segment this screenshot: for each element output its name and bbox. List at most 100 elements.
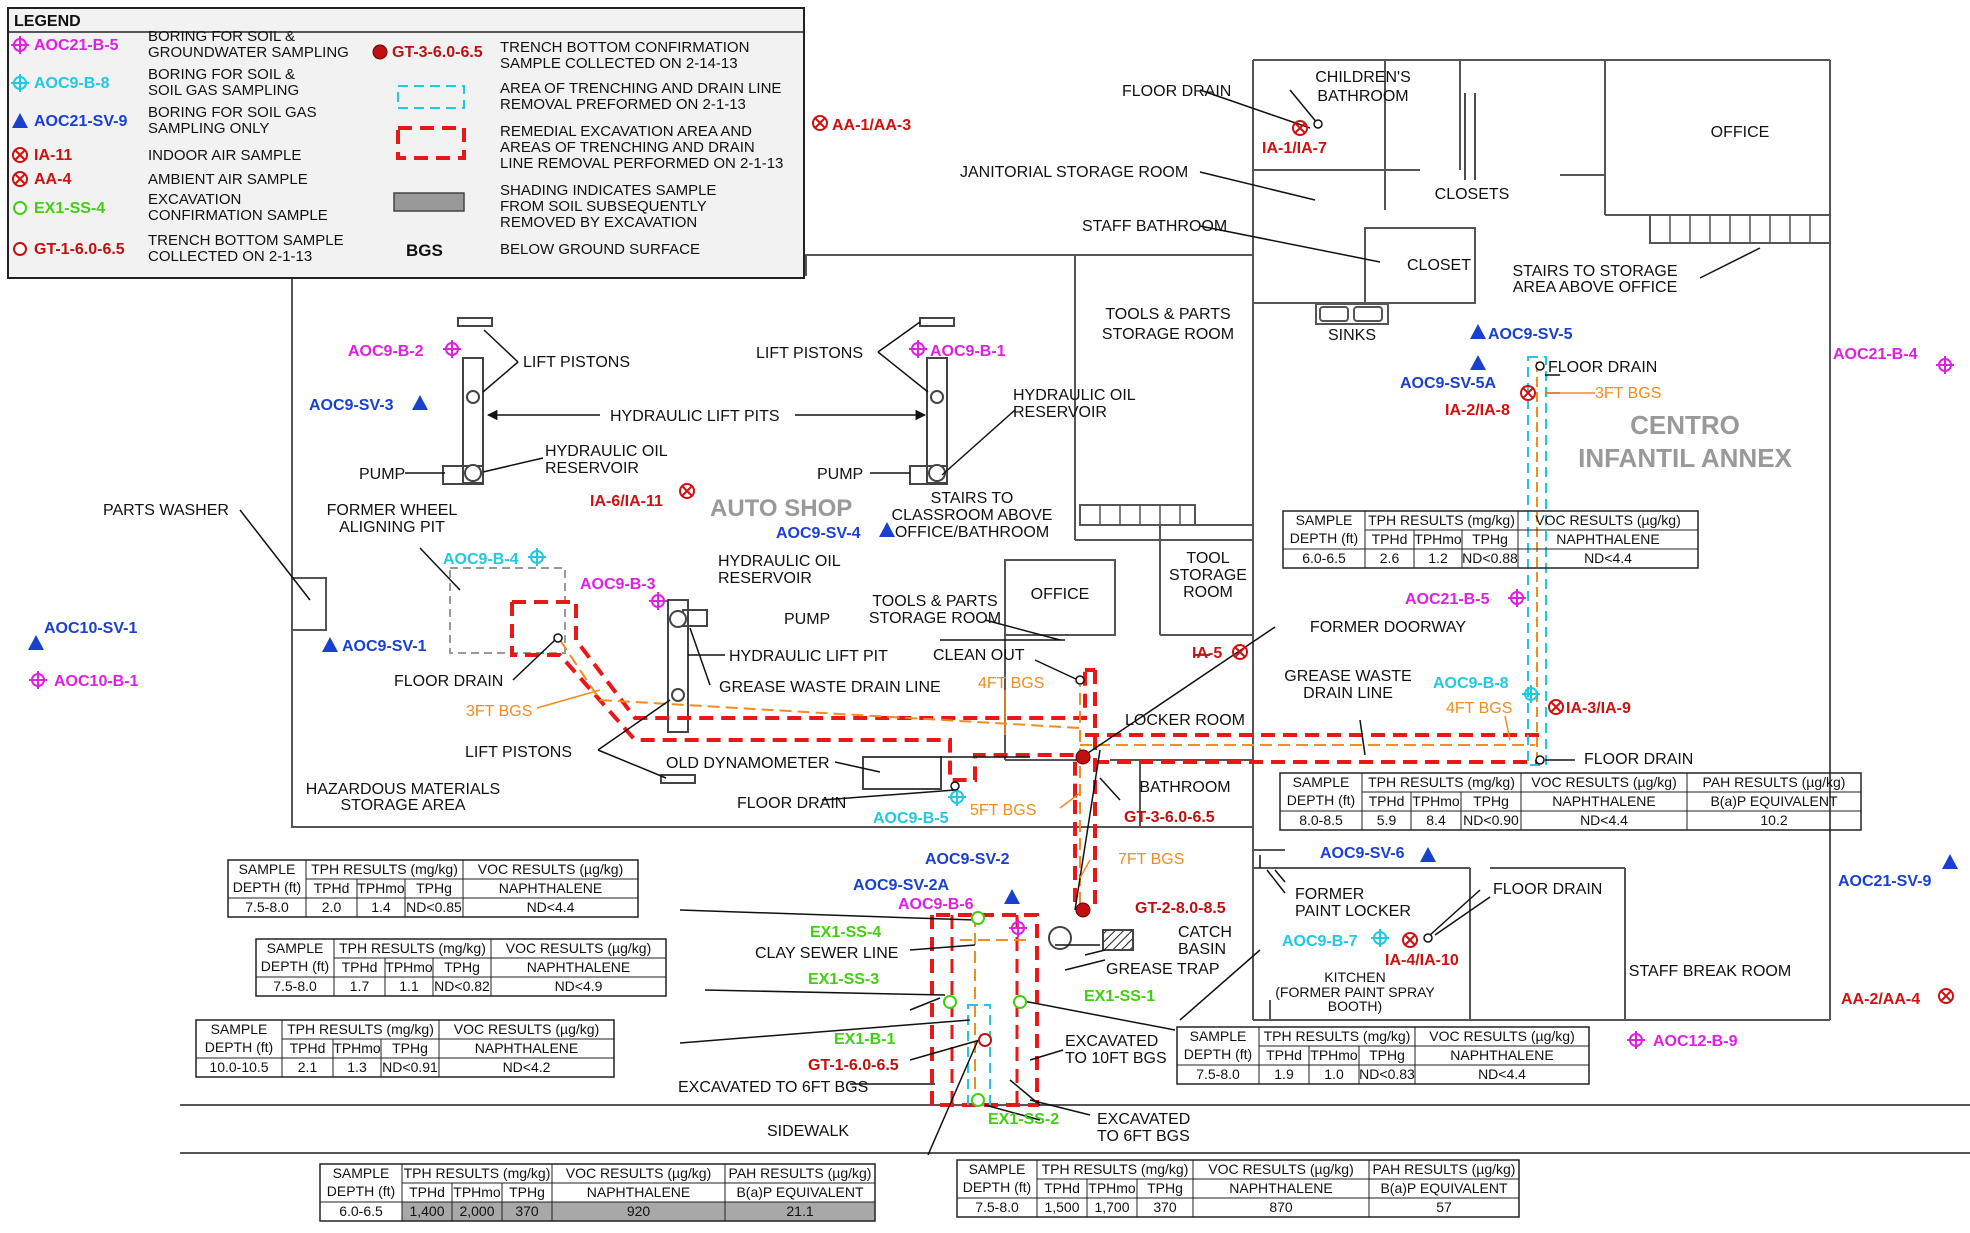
label-features-lift_pistons: LIFT PISTONS bbox=[523, 354, 630, 371]
label-rooms-staff_bath: STAFF BATHROOM bbox=[1082, 218, 1227, 235]
th-sample: SAMPLE bbox=[211, 1021, 268, 1037]
label-samples-aoc21b4: AOC21-B-4 bbox=[1833, 346, 1918, 363]
th-sample: SAMPLE bbox=[239, 861, 296, 877]
aoc9b6-symbol bbox=[1009, 919, 1027, 937]
td-tphg: ND<0.82 bbox=[434, 978, 490, 994]
sample-symbols bbox=[28, 115, 1958, 1107]
shaded-cell bbox=[552, 1202, 725, 1221]
label-rooms-childrens1: CHILDREN'S bbox=[1315, 69, 1411, 86]
aoc9b1-symbol bbox=[909, 340, 927, 358]
label-samples-ia4: IA-4/IA-10 bbox=[1385, 952, 1459, 969]
floor-drain-5 bbox=[553, 633, 563, 643]
th-depth: DEPTH (ft) bbox=[327, 1183, 395, 1199]
td-tphmo: 1.1 bbox=[399, 978, 419, 994]
stair-treads bbox=[1099, 215, 1811, 525]
legend-desc-0-a: BORING FOR SOIL & bbox=[148, 28, 295, 45]
th-sample: SAMPLE bbox=[333, 1165, 390, 1181]
legend-symbol-4 bbox=[12, 171, 28, 187]
aoc9b7-symbol bbox=[1371, 929, 1389, 947]
legend-cyan-area bbox=[397, 85, 465, 109]
th-voc: VOC RESULTS (µg/kg) bbox=[1535, 512, 1681, 528]
td-tphg: ND<0.83 bbox=[1359, 1066, 1415, 1082]
label-rooms-childrens2: BATHROOM bbox=[1317, 88, 1408, 105]
shaded-cell bbox=[725, 1202, 875, 1221]
label-rooms-kitchen2: (FORMER PAINT SPRAY bbox=[1275, 984, 1435, 1000]
td-depth: 8.0-8.5 bbox=[1299, 812, 1343, 828]
td-tphg: ND<0.91 bbox=[382, 1059, 438, 1075]
label-rooms-hazmat1: HAZARDOUS MATERIALS bbox=[306, 781, 500, 798]
aoc21b5-symbol bbox=[1508, 589, 1526, 607]
th-voc: VOC RESULTS (µg/kg) bbox=[478, 861, 624, 877]
aoc9sv5a-symbol bbox=[1470, 355, 1486, 370]
label-samples-ex1ss1: EX1-SS-1 bbox=[1084, 988, 1155, 1005]
th-tphmo: TPHmo bbox=[1414, 531, 1462, 547]
label-features-bgs3b: 3FT BGS bbox=[466, 703, 532, 720]
legend-symbol-5 bbox=[13, 201, 27, 215]
legend2-code-0: GT-3-6.0-6.5 bbox=[392, 44, 483, 61]
trench-lines bbox=[559, 639, 1535, 1105]
th-voc: VOC RESULTS (µg/kg) bbox=[1531, 774, 1677, 790]
th-naph: NAPHTHALENE bbox=[1450, 1047, 1553, 1063]
legend-code-3: IA-11 bbox=[34, 147, 72, 164]
ia6-symbol bbox=[679, 483, 695, 499]
depth-leaders bbox=[536, 392, 1595, 879]
td-naph: ND<4.4 bbox=[1580, 812, 1628, 828]
label-features-grease_drain_line: GREASE WASTE DRAIN LINE bbox=[719, 679, 941, 696]
th-naph: NAPHTHALENE bbox=[1556, 531, 1659, 547]
td-tphmo: 2,000 bbox=[459, 1203, 494, 1219]
td-tphd: 5.9 bbox=[1377, 812, 1397, 828]
aoc9sv5-symbol bbox=[1470, 324, 1486, 339]
shaded-cell bbox=[502, 1202, 552, 1221]
th-tphd: TPHd bbox=[290, 1040, 326, 1056]
label-samples-ia2: IA-2/IA-8 bbox=[1445, 402, 1510, 419]
legend-code-5: EX1-SS-4 bbox=[34, 200, 105, 217]
label-features-stairs_class3: OFFICE/BATHROOM bbox=[895, 524, 1049, 541]
label-rooms-janitorial: JANITORIAL STORAGE ROOM bbox=[960, 164, 1188, 181]
aoc9sv4-symbol bbox=[879, 522, 895, 537]
th-bap: B(a)P EQUIVALENT bbox=[1380, 1180, 1508, 1196]
legend-code-1: AOC9-B-8 bbox=[34, 75, 110, 92]
label-features-stairs_class2: CLASSROOM ABOVE bbox=[892, 507, 1053, 524]
td-tphg: ND<0.85 bbox=[406, 899, 462, 915]
excavation-areas bbox=[510, 600, 1540, 1107]
th-tph: TPH RESULTS (mg/kg) bbox=[1368, 774, 1515, 790]
legend-desc-2-a: BORING FOR SOIL GAS bbox=[148, 104, 317, 121]
label-rooms-tool_storage1: TOOL bbox=[1186, 550, 1229, 567]
th-tphd: TPHd bbox=[1372, 531, 1408, 547]
label-rooms-centro1: CENTRO bbox=[1630, 410, 1740, 440]
td-depth: 6.0-6.5 bbox=[1302, 550, 1346, 566]
floor-drain-3 bbox=[1535, 755, 1545, 765]
th-tph: TPH RESULTS (mg/kg) bbox=[404, 1165, 551, 1181]
label-samples-ia3: IA-3/IA-9 bbox=[1566, 700, 1631, 717]
legend-desc-1-b: SOIL GAS SAMPLING bbox=[148, 82, 299, 99]
aoc9b8-symbol bbox=[1522, 685, 1540, 703]
aoc9b2-symbol bbox=[443, 340, 461, 358]
hyd-oil-label-3a: HYDRAULIC OIL bbox=[718, 553, 841, 570]
legend-desc-0-b: GROUNDWATER SAMPLING bbox=[148, 44, 349, 61]
label-features-hyd_oil1: HYDRAULIC OIL bbox=[545, 443, 668, 460]
pump-label-2: PUMP bbox=[817, 466, 863, 483]
th-sample: SAMPLE bbox=[1296, 512, 1353, 528]
label-samples-ex1ss4: EX1-SS-4 bbox=[810, 924, 881, 941]
th-tphg: TPHg bbox=[1472, 531, 1508, 547]
legend-desc-4: AMBIENT AIR SAMPLE bbox=[148, 171, 308, 188]
shaded-cell bbox=[452, 1202, 502, 1221]
legend2-desc-2-c: LINE REMOVAL PERFORMED ON 2-1-13 bbox=[500, 155, 783, 172]
th-naph: NAPHTHALENE bbox=[587, 1184, 690, 1200]
label-features-pump: PUMP bbox=[359, 466, 405, 483]
label-features-bgs4b: 4FT BGS bbox=[1446, 700, 1512, 717]
label-samples-aoc9b1: AOC9-B-1 bbox=[930, 343, 1006, 360]
th-sample: SAMPLE bbox=[1293, 774, 1350, 790]
label-samples-aoc9sv5a: AOC9-SV-5A bbox=[1400, 375, 1496, 392]
label-samples-aoc9b4: AOC9-B-4 bbox=[443, 551, 519, 568]
td-tphd: 2.6 bbox=[1380, 550, 1400, 566]
hyd-oil-label-2a: HYDRAULIC OIL bbox=[1013, 387, 1136, 404]
legend2-desc-4: BELOW GROUND SURFACE bbox=[500, 241, 700, 258]
label-samples-aoc10sv1: AOC10-SV-1 bbox=[44, 620, 137, 637]
label-features-clean_out: CLEAN OUT bbox=[933, 647, 1025, 664]
label-samples-ex1ss2: EX1-SS-2 bbox=[988, 1111, 1059, 1128]
label-samples-aoc9sv6: AOC9-SV-6 bbox=[1320, 845, 1405, 862]
legend2-code-bgs: BGS bbox=[406, 241, 443, 260]
